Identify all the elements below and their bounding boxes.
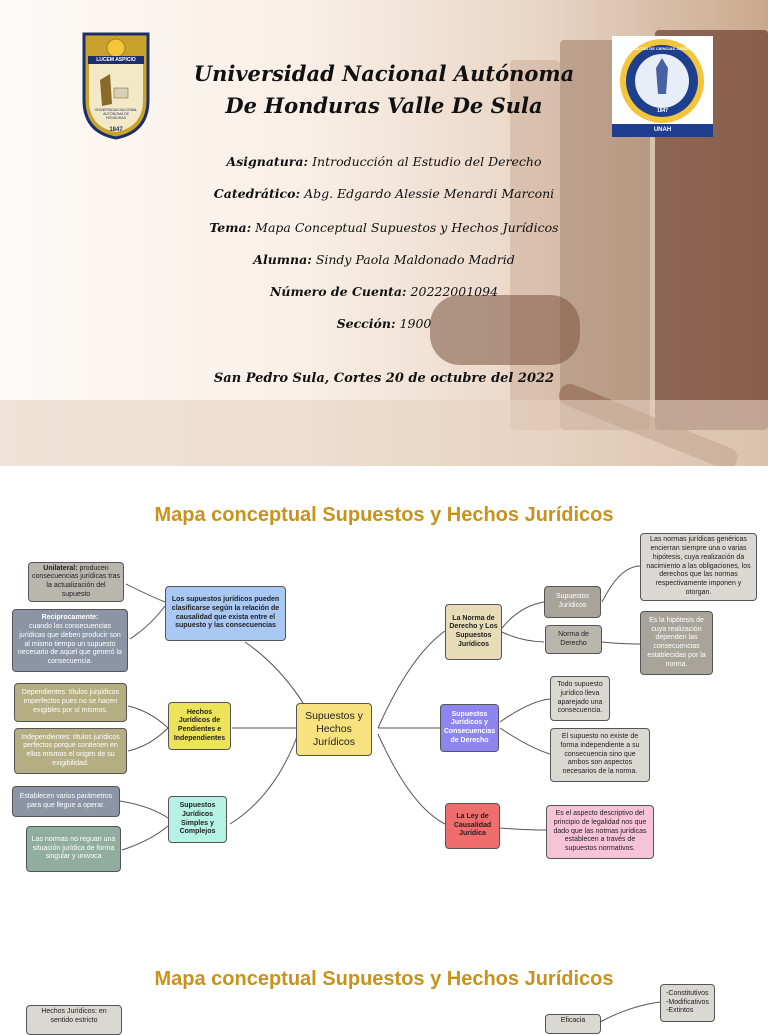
place-date: San Pedro Sula, Cortes 20 de octubre del…	[213, 371, 555, 386]
catedratico-label: Catedrático:	[213, 186, 301, 201]
reciproco-text: cuando las consecuencias jurídicas que d…	[18, 623, 122, 665]
unilateral-label: Unilateral:	[43, 564, 78, 572]
faculty-seal-year: 1847	[656, 108, 669, 114]
catedratico-value: Abg. Edgardo Alessie Menardi Marconi	[304, 186, 555, 201]
unilateral-text: producen consecuencias jurídicas tras la…	[32, 564, 120, 598]
reciproco-label: Reciprocamente:	[41, 614, 99, 622]
establecen-node: Establecen varios parámetros para que ll…	[12, 786, 120, 817]
map2-title: Mapa conceptual Supuestos y Hechos Juríd…	[154, 968, 614, 990]
map2-connectors	[599, 1001, 661, 1023]
no-existe-node: El supuesto no existe de forma independi…	[550, 728, 650, 782]
clasificar-node: Los supuestos jurídicos pueden clasifica…	[165, 586, 286, 641]
seccion-label: Sección:	[336, 316, 396, 331]
todo-supuesto-node: Todo supuesto jurídico lleva aparejado u…	[550, 676, 610, 721]
seccion-line: Sección: 1900	[0, 316, 768, 331]
simples-node: Supuestos Jurídicos Simples y Complejos	[168, 796, 227, 843]
concept-map-page: Mapa conceptual Supuestos y Hechos Juríd…	[0, 466, 768, 1035]
cuenta-value: 20222001094	[410, 284, 499, 299]
seal-year: 1847	[109, 127, 123, 133]
faculty-seal: FACULTAD DE CIENCIAS JURÍDICAS 1847 UNAH	[612, 36, 713, 137]
asignatura-line: Asignatura: Introducción al Estudio del …	[0, 154, 768, 169]
cuenta-line: Número de Cuenta: 20222001094	[0, 284, 768, 299]
alumna-value: Sindy Paola Maldonado Madrid	[315, 252, 515, 267]
supuestos-juridicos-node: Supuestos Jurídicos	[544, 586, 601, 618]
asignatura-label: Asignatura:	[226, 154, 309, 169]
center-node: Supuestos y Hechos Jurídicos	[296, 703, 372, 756]
normas-no-node: Las normas no reguan una situación juríd…	[26, 826, 121, 872]
seal-text: UNIVERSIDAD NACIONAL AUTÓNOMA DE HONDURA…	[94, 108, 138, 121]
alumna-label: Alumna:	[253, 252, 312, 267]
faculty-seal-ring: FACULTAD DE CIENCIAS JURÍDICAS	[627, 46, 698, 51]
dependientes-node: Dependientes: títulos jurpidicos imperfe…	[14, 683, 127, 722]
university-line2: De Honduras Valle De Sula	[225, 92, 543, 118]
tema-value: Mapa Conceptual Supuestos y Hechos Juríd…	[255, 220, 559, 235]
consecuencias-node: Supuestos Jurídicos y Consecuencias de D…	[440, 704, 499, 752]
cuenta-label: Número de Cuenta:	[269, 284, 407, 299]
table-decoration	[0, 400, 768, 466]
tema-line: Tema: Mapa Conceptual Supuestos y Hechos…	[0, 220, 768, 235]
reciproco-node: Reciprocamente:cuando las consecuencias …	[12, 609, 128, 672]
catedratico-line: Catedrático: Abg. Edgardo Alessie Menard…	[0, 186, 768, 201]
map-title: Mapa conceptual Supuestos y Hechos Juríd…	[154, 504, 614, 526]
seal-motto: LUCEM ASPICIO	[96, 57, 136, 63]
descriptivo-node: Es el aspecto descriptivo del principio …	[546, 805, 654, 859]
normas-genericas-node: Las normas jurídicas genéricas encierran…	[640, 533, 757, 601]
faculty-seal-footer: UNAH	[653, 127, 672, 133]
unilateral-node: Unilateral: producen consecuencias juríd…	[28, 562, 124, 602]
book-decoration	[510, 60, 560, 430]
norma-derecho-node: La Norma de Derecho y Los Supuestos Jurí…	[445, 604, 502, 660]
university-line1: Universidad Nacional Autónoma	[193, 61, 575, 86]
tema-label: Tema:	[209, 220, 252, 235]
map2-hechos-node: Hechos Jurídicos: en sentido estricto	[26, 1005, 122, 1035]
gavel-decoration	[430, 295, 580, 365]
map2-eficacia-node: Eficacia	[545, 1014, 601, 1034]
pendientes-node: Hechos Jurídicos de Pendientes e Indepen…	[168, 702, 231, 750]
cover-page: LUCEM ASPICIO UNIVERSIDAD NACIONAL AUTÓN…	[0, 0, 768, 466]
asignatura-value: Introducción al Estudio del Derecho	[312, 154, 542, 169]
norma-de-derecho-node: Norma de Derecho	[545, 625, 602, 654]
ley-causalidad-node: La Ley de Causalidad Jurídica	[445, 803, 500, 849]
independientes-node: Independientes: títulos jurídicos perfec…	[14, 728, 127, 774]
alumna-line: Alumna: Sindy Paola Maldonado Madrid	[0, 252, 768, 267]
connector-lines	[119, 565, 641, 851]
university-title: Universidad Nacional Autónoma De Hondura…	[0, 58, 768, 121]
hipotesis-node: Es la hipótesis de cuya realización depe…	[640, 611, 713, 675]
map2-tipos-node: -Constitutivos -Modificativos -Extintos	[660, 984, 715, 1022]
seccion-value: 1900	[399, 316, 432, 331]
unah-seal: LUCEM ASPICIO UNIVERSIDAD NACIONAL AUTÓN…	[80, 30, 152, 140]
